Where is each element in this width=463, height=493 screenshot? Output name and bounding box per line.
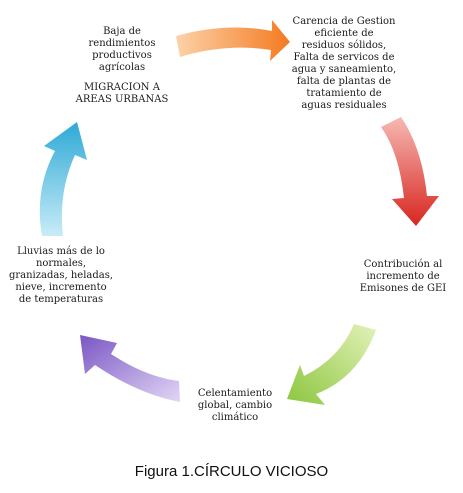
arrow-red [381,117,439,226]
node-baja-rendimientos: Baja de rendimientos productivos agrícol… [88,26,156,73]
arrow-green [287,324,376,405]
arrow-purple [80,335,180,402]
node-calentamiento: Celentamiento global, cambio climático [197,388,273,423]
node-contribucion-gei: Contribución al incremento de Emisones d… [359,259,447,294]
node-carencia-gestion: Carencia de Gestion eficiente de residuo… [291,16,397,111]
arrow-orange [176,20,290,61]
node-migracion: MIGRACION A AREAS URBANAS [75,82,169,105]
arrow-blue [39,122,87,236]
node-lluvias: Lluvias más de lo normales, granizadas, … [8,246,114,305]
figure-caption: Figura 1.CÍRCULO VICIOSO [134,463,329,480]
